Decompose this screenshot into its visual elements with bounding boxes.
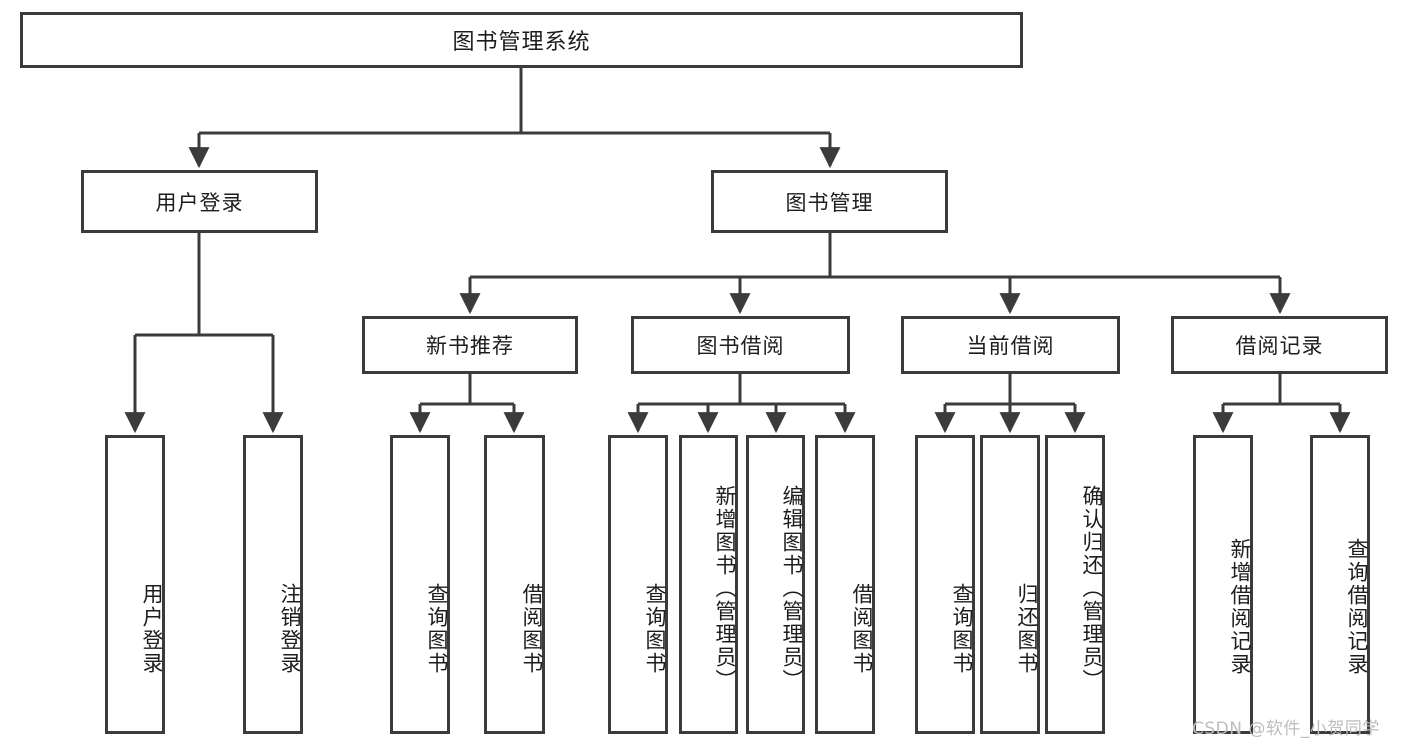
leaf-add-record[interactable]: 新增借阅记录 (1193, 435, 1253, 734)
leaf-add-record-label: 新增借阅记录 (1228, 537, 1252, 676)
leaf-query-record[interactable]: 查询借阅记录 (1310, 435, 1370, 734)
leaf-query-book-1[interactable]: 查询图书 (390, 435, 450, 734)
node-borrow-record[interactable]: 借阅记录 (1171, 316, 1388, 374)
leaf-borrow-book-1[interactable]: 借阅图书 (484, 435, 545, 734)
node-book-management[interactable]: 图书管理 (711, 170, 948, 233)
leaf-query-book-3-label: 查询图书 (950, 582, 974, 675)
node-current-borrow-label: 当前借阅 (966, 334, 1055, 358)
leaf-edit-book[interactable]: 编辑图书（管理员） (746, 435, 805, 734)
leaf-query-book-1-label: 查询图书 (425, 582, 449, 675)
leaf-query-record-label: 查询借阅记录 (1345, 537, 1369, 676)
leaf-return-book[interactable]: 归还图书 (980, 435, 1040, 734)
leaf-user-login-label: 用户登录 (140, 582, 164, 675)
node-borrow-record-label: 借阅记录 (1235, 334, 1324, 358)
leaf-borrow-book-2-label: 借阅图书 (850, 582, 874, 675)
leaf-confirm-return[interactable]: 确认归还（管理员） (1045, 435, 1105, 734)
leaf-add-book-label: 新增图书（管理员） (713, 485, 737, 692)
node-user-login-label: 用户登录 (155, 190, 244, 215)
node-book-borrow[interactable]: 图书借阅 (631, 316, 850, 374)
leaf-borrow-book-1-label: 借阅图书 (520, 582, 544, 675)
leaf-logout[interactable]: 注销登录 (243, 435, 303, 734)
leaf-borrow-book-2[interactable]: 借阅图书 (815, 435, 875, 734)
leaf-confirm-return-label: 确认归还（管理员） (1080, 485, 1104, 692)
leaf-logout-label: 注销登录 (278, 582, 302, 675)
node-new-book-recommend-label: 新书推荐 (426, 334, 514, 358)
leaf-query-book-2[interactable]: 查询图书 (608, 435, 668, 734)
node-root[interactable]: 图书管理系统 (20, 12, 1023, 68)
leaf-query-book-3[interactable]: 查询图书 (915, 435, 975, 734)
leaf-query-book-2-label: 查询图书 (643, 582, 667, 675)
leaf-add-book[interactable]: 新增图书（管理员） (679, 435, 738, 734)
leaf-return-book-label: 归还图书 (1015, 582, 1039, 675)
node-user-login[interactable]: 用户登录 (81, 170, 318, 233)
node-book-borrow-label: 图书借阅 (696, 334, 785, 358)
node-new-book-recommend[interactable]: 新书推荐 (362, 316, 578, 374)
leaf-edit-book-label: 编辑图书（管理员） (780, 485, 804, 692)
leaf-user-login[interactable]: 用户登录 (105, 435, 165, 734)
node-root-label: 图书管理系统 (452, 30, 591, 55)
node-current-borrow[interactable]: 当前借阅 (901, 316, 1120, 374)
node-book-management-label: 图书管理 (785, 190, 874, 215)
